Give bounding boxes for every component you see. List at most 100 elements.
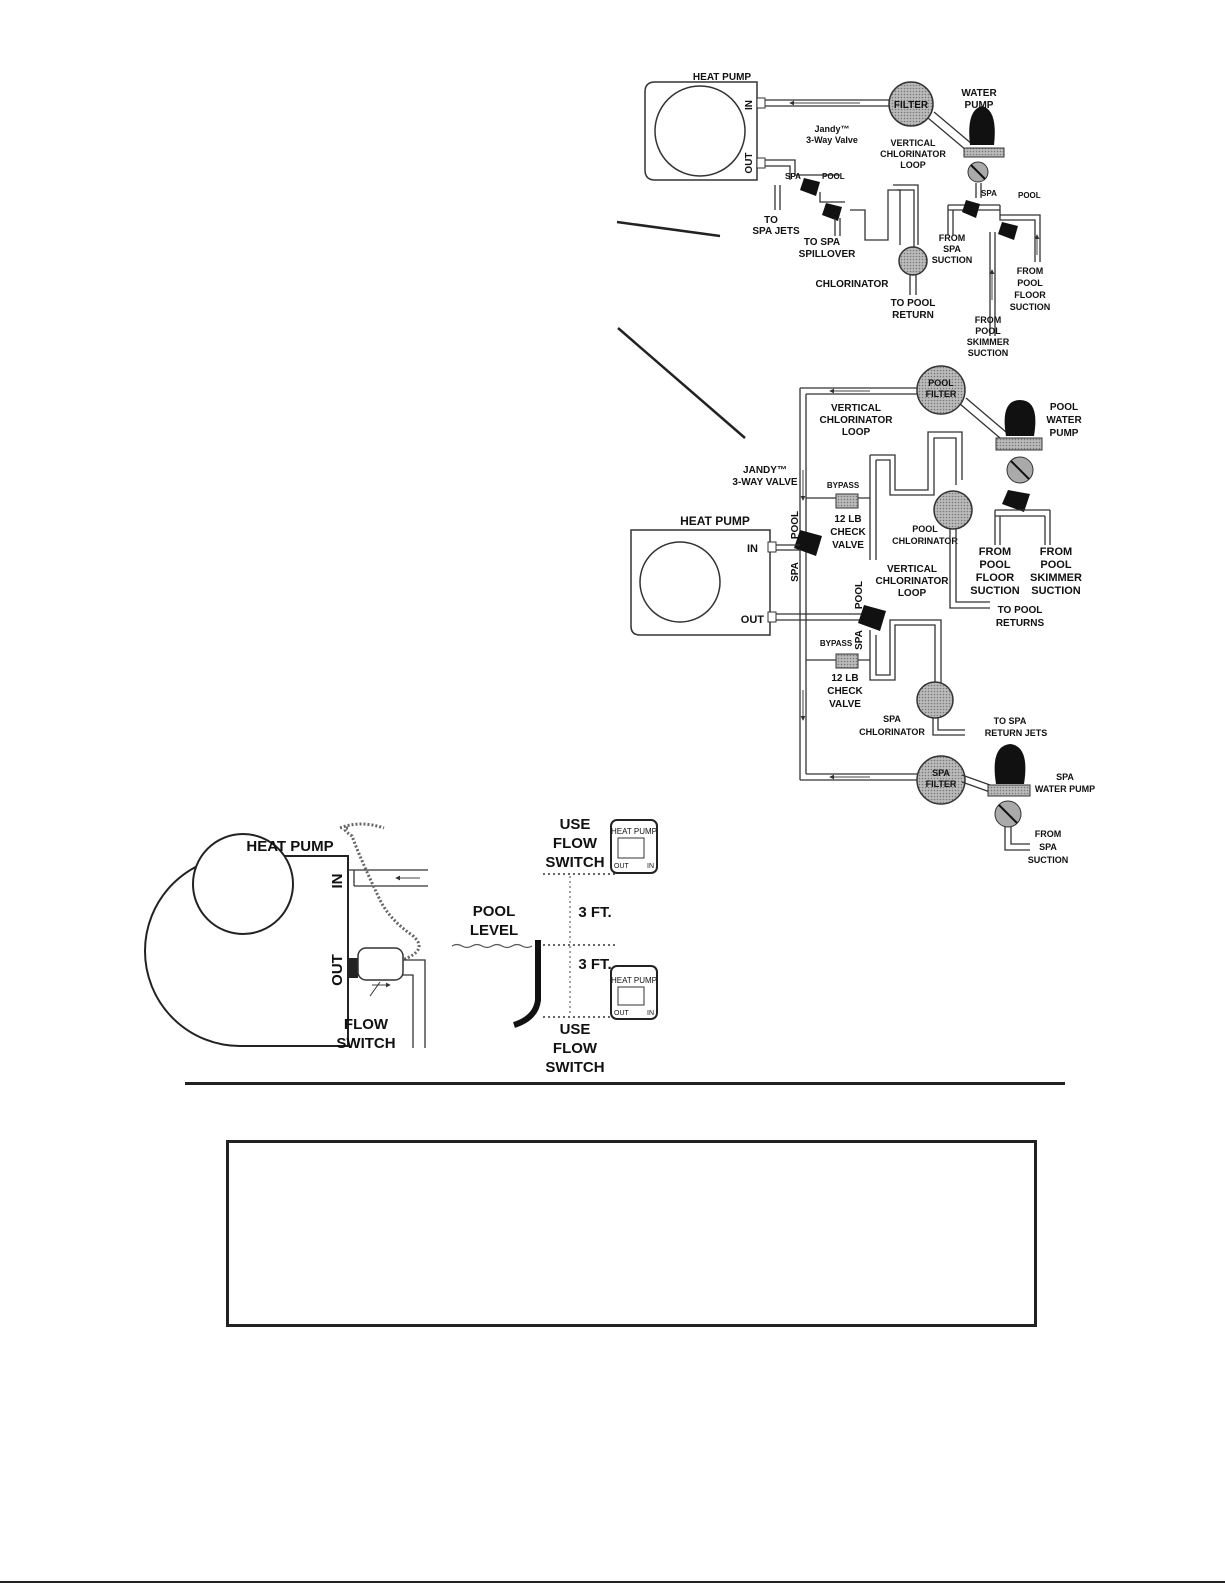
diagram-label: JANDY™ <box>743 465 787 476</box>
mid-spa-water-pump <box>994 744 1026 784</box>
diagram-label: POOL <box>473 903 516 920</box>
diagram-label: TO POOL <box>891 298 936 309</box>
flow-switch-wire <box>343 826 421 962</box>
diagram-label: OUT <box>614 863 630 870</box>
diagram-label: SWITCH <box>545 1059 604 1076</box>
diagram-label: SPA <box>1056 772 1074 782</box>
diagram-label: POOL <box>790 511 801 539</box>
page-bottom-rule <box>0 1581 1225 1583</box>
diagram-label: RETURN <box>892 310 934 321</box>
diagram-label: SPA <box>854 630 865 650</box>
top-jandy-valve-2 <box>822 203 842 221</box>
diagram-label: CHLORINATOR <box>880 149 946 159</box>
mid-check-valve-2 <box>835 653 859 669</box>
diagram-label: LEVEL <box>470 922 518 939</box>
diagram-label: POOL <box>854 581 865 609</box>
top-pump-base <box>963 147 1005 158</box>
note-box <box>226 1140 1037 1327</box>
pool-wall <box>513 940 541 1028</box>
diagram-label: SUCTION <box>932 255 973 265</box>
diagram-label: SPA <box>1039 842 1057 852</box>
diagram-label: FLOW <box>344 1016 389 1033</box>
diagram-label: FROM <box>1035 829 1062 839</box>
top-chlorinator-label: CHLORINATOR <box>816 279 890 290</box>
diagram-label: OUT <box>741 614 765 626</box>
diagram-label: SPILLOVER <box>799 249 856 260</box>
flow-switch <box>357 947 404 981</box>
diagram-label: 12 LB <box>834 514 861 525</box>
mid-pool-filter <box>916 365 966 415</box>
diagram-label: LOOP <box>898 588 927 599</box>
callout-line-middle <box>617 327 746 439</box>
top-valve-right-1 <box>962 200 980 218</box>
diagram-label: VERTICAL <box>891 138 937 148</box>
diagram-label: HEAT PUMP <box>611 827 657 836</box>
mid-jandy-valve-2 <box>858 605 886 631</box>
mid-jandy-valve-1 <box>794 530 822 556</box>
diagram-label: POOL <box>1040 559 1071 571</box>
top-out-port <box>756 157 766 169</box>
diagram-label: WATER <box>961 88 997 99</box>
diagram-label: CHECK <box>827 686 863 697</box>
diagram-label: SPA <box>785 172 801 181</box>
diagram-label: TO SPA <box>994 716 1027 726</box>
diagram-label: BYPASS <box>820 639 853 648</box>
diagram-label: VERTICAL <box>831 403 881 414</box>
diagram-label: PUMP <box>965 100 994 111</box>
diagram-label: FLOOR <box>1014 290 1046 300</box>
diagram-label: LOOP <box>842 427 871 438</box>
diagram-label: FLOW <box>553 835 598 852</box>
diagram-label: FILTER <box>926 779 957 789</box>
diagram-label: CHECK <box>830 527 866 538</box>
diagram-label: OUT <box>329 954 346 986</box>
diagram-label: RETURN JETS <box>985 728 1048 738</box>
mini-heat-pump-top: HEAT PUMP OUT IN <box>610 819 658 874</box>
top-filter <box>888 81 934 127</box>
diagram-label: IN <box>747 543 758 555</box>
diagram-label: VALVE <box>829 699 861 710</box>
diagram-label: SPA <box>981 189 997 198</box>
diagram-label: FROM <box>1040 546 1072 558</box>
mid-check-valve-1 <box>835 493 859 509</box>
diagram-label: POOL <box>928 378 954 388</box>
diagram-label: 3-WAY VALVE <box>732 477 798 488</box>
callout-line-top <box>616 220 721 238</box>
diagram-label: SWITCH <box>545 854 604 871</box>
top-filter-label: FILTER <box>894 100 929 111</box>
top-heat-pump-label: HEAT PUMP <box>693 72 751 83</box>
diagram-label: FROM <box>939 233 966 243</box>
diagram-label: CHLORINATOR <box>820 415 894 426</box>
diagram-label: CHLORINATOR <box>876 576 950 587</box>
diagram-label: WATER PUMP <box>1035 784 1095 794</box>
diagram-label: CHLORINATOR <box>892 536 958 546</box>
diagram-label: TO SPA <box>804 237 840 248</box>
diagram-label: FILTER <box>926 389 957 399</box>
diagram-label: IN <box>647 863 654 870</box>
diagram-label: TO SPA RETURN JETS <box>985 716 1048 738</box>
top-jandy-valve-1 <box>800 178 820 196</box>
diagram-label: Jandy™ <box>814 124 849 134</box>
diagram-label: SPA <box>883 714 901 724</box>
diagram-label: 3-Way Valve <box>806 135 858 145</box>
diagram-label: SUCTION <box>1031 585 1081 597</box>
diagram-label: SPA <box>943 244 961 254</box>
diagram-label: POOL <box>1018 191 1041 200</box>
diagram-label: SPA <box>790 562 801 582</box>
